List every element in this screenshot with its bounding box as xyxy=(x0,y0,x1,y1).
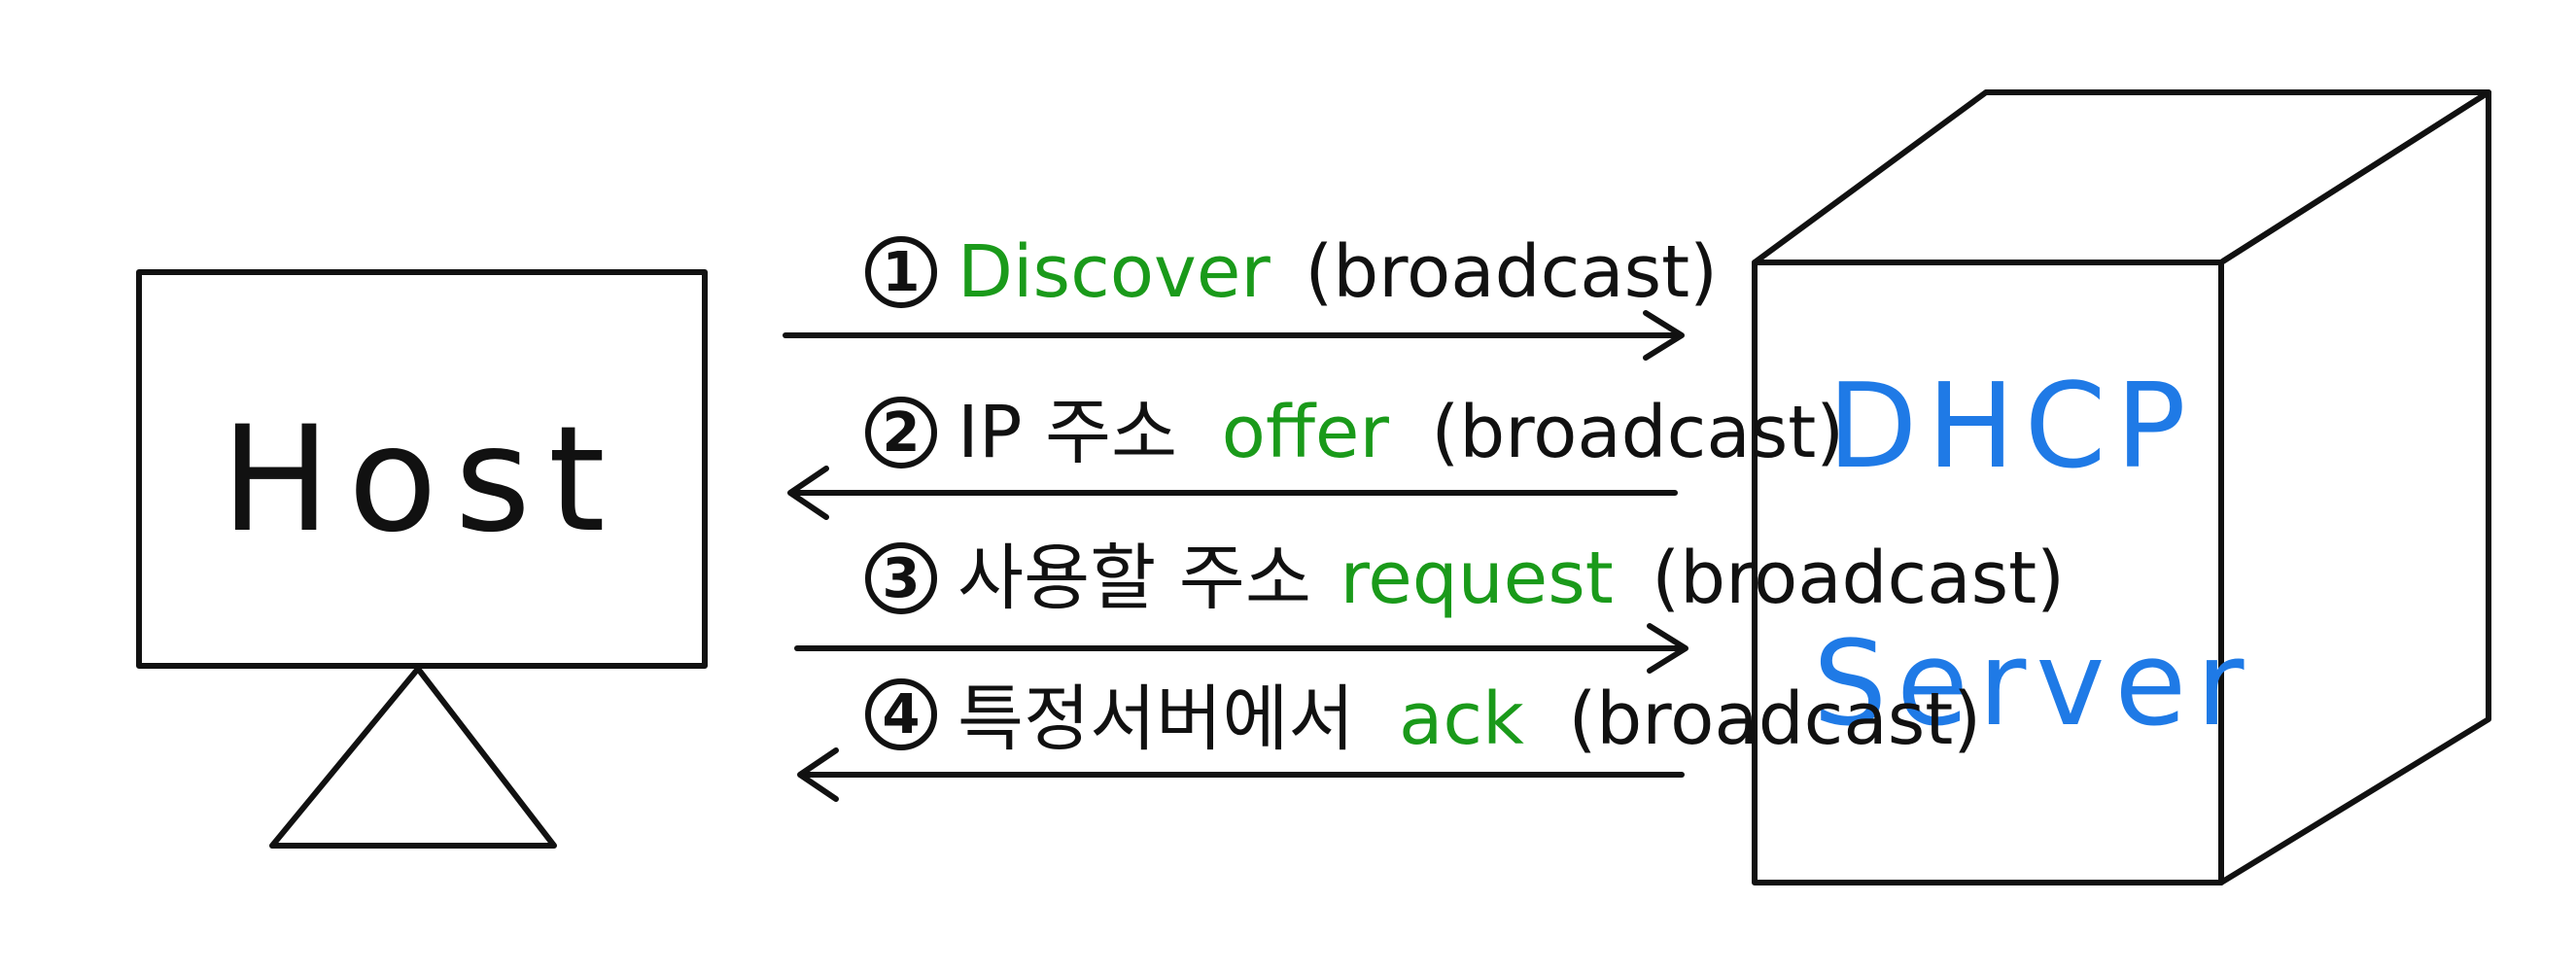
server-label-line2: Server xyxy=(1813,617,2254,752)
arrow-head-right xyxy=(1643,310,1685,361)
message-label: IP 주소 offer (broadcast) xyxy=(957,391,1844,474)
message-label: 사용할 주소 request (broadcast) xyxy=(957,537,2065,620)
host-screen xyxy=(136,269,708,669)
arrow-head-left xyxy=(787,466,829,520)
message-request: 3 사용할 주소 request (broadcast) xyxy=(794,537,2065,674)
message-label: Discover (broadcast) xyxy=(957,230,1718,314)
message-ack: 4 특정서버에서 ack (broadcast) xyxy=(797,677,1981,802)
message-keyword: offer xyxy=(1222,391,1390,474)
server-top-face xyxy=(1752,89,2491,265)
step-number-circle xyxy=(865,678,937,750)
step-number: 2 xyxy=(883,401,921,465)
step-number-circle xyxy=(865,542,937,614)
arrow-head-right xyxy=(1647,623,1688,674)
step-number: 4 xyxy=(883,683,921,746)
arrow-head-left xyxy=(797,747,839,802)
server-side-face xyxy=(2218,89,2491,885)
message-text-after: (broadcast) xyxy=(1568,677,1981,761)
step-number-circle xyxy=(865,236,937,308)
message-label: 특정서버에서 ack (broadcast) xyxy=(957,677,1981,761)
host-stand xyxy=(269,666,557,849)
message-text-before: IP 주소 xyxy=(957,391,1177,474)
message-keyword: ack xyxy=(1399,677,1524,761)
message-text-after: (broadcast) xyxy=(1652,537,2065,620)
step-number: 3 xyxy=(883,547,921,610)
step-number: 1 xyxy=(883,241,921,304)
step-number-circle xyxy=(865,397,937,469)
message-text-before: 특정서버에서 xyxy=(957,677,1354,761)
host-computer: Host xyxy=(136,269,708,849)
message-keyword: Discover xyxy=(957,230,1271,314)
message-text-after: (broadcast) xyxy=(1305,230,1718,314)
dhcp-server-box: DHCP Server xyxy=(1752,89,2491,885)
message-keyword: request xyxy=(1340,537,1613,620)
server-label-line1: DHCP xyxy=(1828,360,2196,495)
message-text-after: (broadcast) xyxy=(1431,391,1844,474)
message-text-before: 사용할 주소 xyxy=(957,537,1311,620)
host-label: Host xyxy=(221,396,623,565)
message-discover: 1 Discover (broadcast) xyxy=(783,230,1718,361)
message-offer: 2 IP 주소 offer (broadcast) xyxy=(787,391,1844,520)
